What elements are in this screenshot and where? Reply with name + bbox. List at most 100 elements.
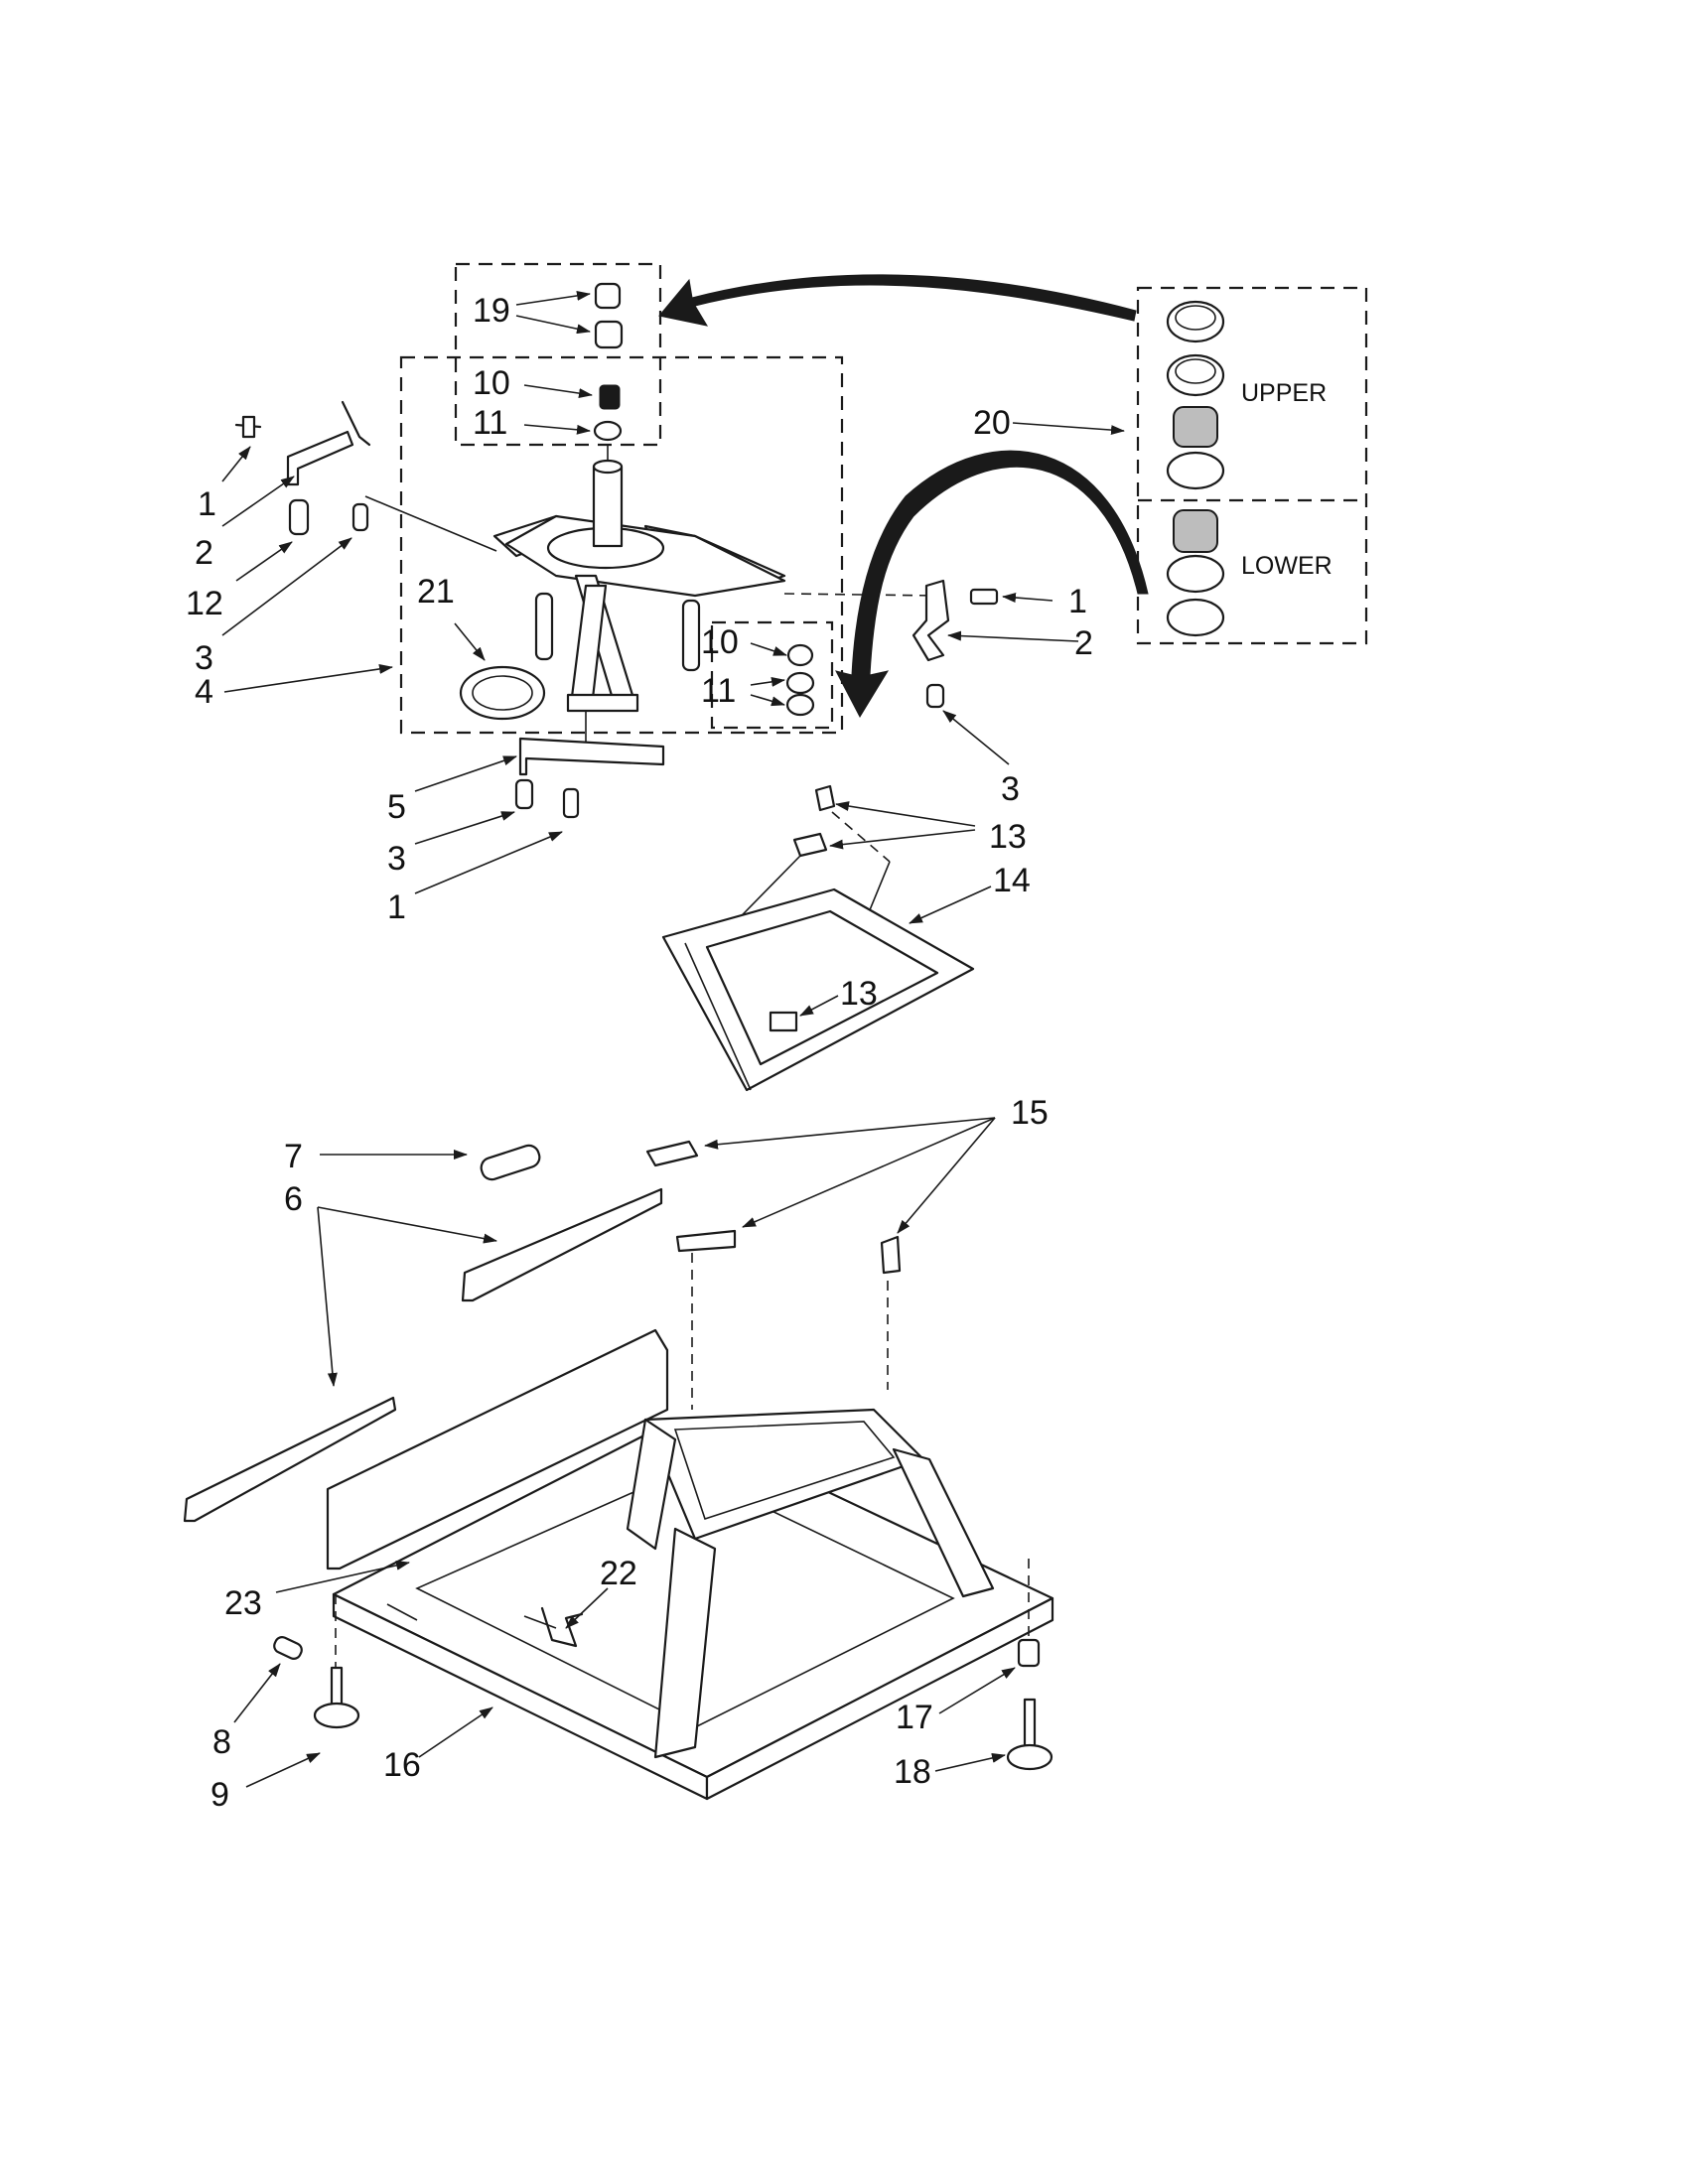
label-8: 8 — [212, 1723, 231, 1761]
arrow-19a — [515, 290, 591, 306]
arrow-1b — [1002, 593, 1053, 604]
arrow-3b — [942, 710, 1010, 765]
base-plate-group-box — [399, 355, 844, 735]
label-2a: 2 — [195, 534, 213, 572]
arrow-20 — [1012, 422, 1125, 436]
arrow-4 — [223, 663, 393, 693]
arrow-17 — [938, 1667, 1016, 1714]
cabinet-base-16 — [326, 1328, 1054, 1801]
seal-19-top — [594, 282, 622, 310]
clip-13-mid — [792, 832, 828, 858]
bearing-kit-parts — [1166, 300, 1225, 637]
drive-shaft-top — [592, 459, 624, 475]
seal-21-inner — [472, 675, 533, 711]
arrow-5 — [414, 755, 517, 792]
pad-15-b — [675, 1229, 737, 1253]
spring-12 — [288, 498, 310, 536]
frame-14-edges — [684, 888, 974, 1091]
arrow-1c — [414, 831, 563, 894]
label-9: 9 — [210, 1776, 229, 1814]
frame-14-inner — [705, 909, 939, 1066]
label-16: 16 — [383, 1746, 421, 1784]
bracket-5 — [518, 737, 665, 776]
clip-13-top — [814, 784, 836, 812]
arrow-23 — [275, 1560, 410, 1593]
arrow-10a — [523, 384, 593, 399]
label-18: 18 — [894, 1753, 931, 1791]
label-10b: 10 — [701, 623, 739, 661]
arrow-21 — [454, 622, 486, 661]
base-back-wall — [326, 1328, 669, 1570]
arm-leader-left — [364, 495, 497, 552]
pad-15-c — [880, 1235, 902, 1275]
bearing-10-lower — [786, 643, 814, 667]
foot-9-stem — [330, 1666, 344, 1709]
label-10a: 10 — [473, 364, 510, 402]
arrow-6a — [317, 1206, 497, 1244]
label-12: 12 — [186, 585, 223, 622]
arrow-11b-b — [750, 694, 785, 707]
pin-8 — [273, 1636, 303, 1660]
label-17: 17 — [896, 1699, 933, 1736]
arrow-13a — [835, 801, 976, 827]
arm-leader-right — [783, 593, 939, 597]
spring-3-lower — [514, 778, 534, 810]
arrow-3c — [414, 811, 515, 845]
kit-seal-1-inner — [1175, 305, 1216, 331]
spring-7 — [480, 1144, 541, 1181]
clip-13-bottom — [769, 1011, 798, 1032]
label-11b: 11 — [701, 672, 736, 710]
label-1a: 1 — [198, 485, 216, 523]
arrow-10b — [750, 642, 787, 656]
arrow-6b — [317, 1206, 338, 1387]
kit-bearing-upper — [1173, 406, 1218, 448]
drive-shaft — [592, 465, 624, 548]
label-3b: 3 — [1001, 770, 1020, 808]
label-1c: 1 — [387, 888, 406, 926]
label-7: 7 — [284, 1138, 303, 1175]
kit-bearing-lower — [1173, 509, 1218, 553]
label-19: 19 — [473, 292, 510, 330]
tripod-leg-rear — [626, 1418, 677, 1551]
label-3a: 3 — [195, 639, 213, 677]
pad-15-a — [645, 1140, 699, 1167]
lower-reference-arrow — [835, 450, 1149, 719]
transmission-bearing-box — [454, 262, 662, 447]
tripod-leg-front-main — [653, 1527, 717, 1759]
upper-base-parts — [183, 1140, 902, 1523]
arrow-2b — [947, 630, 1079, 642]
arrow-9 — [245, 1752, 321, 1788]
arrow-3a — [221, 537, 352, 636]
bracket-2-hook — [341, 400, 371, 447]
arrow-15c — [897, 1117, 996, 1234]
base-right-edge — [705, 1596, 1054, 1801]
suspension-frame-14 — [661, 784, 975, 1092]
arrow-13c — [799, 995, 839, 1017]
seal-19-bottom — [594, 320, 624, 349]
kit-washer-upper — [1166, 451, 1225, 490]
base-inner-panel — [415, 1468, 955, 1728]
spacer-17 — [1017, 1638, 1041, 1668]
callout-labels: 1 2 12 3 4 21 19 10 11 10 11 1 2 3 20 UP… — [186, 292, 1333, 1814]
washer-11-top — [593, 420, 623, 442]
arrow-11b-a — [750, 676, 785, 687]
base-plate-leg-right — [681, 599, 701, 672]
upper-reference-arrow — [658, 274, 1137, 327]
left-bracket-assembly — [234, 400, 371, 536]
arrow-2a — [221, 476, 295, 527]
washer-11-lower-b — [785, 693, 815, 717]
foot-18-pad — [1006, 1743, 1053, 1771]
label-13b: 13 — [840, 975, 878, 1013]
callout-arrows — [221, 290, 1125, 1788]
tripod-leg-right — [892, 1447, 995, 1598]
rail-6-upper — [461, 1187, 663, 1302]
kit-washer-lower-a — [1166, 554, 1225, 594]
arrow-15a — [704, 1117, 996, 1150]
label-23: 23 — [224, 1584, 262, 1622]
bracket-2-right — [912, 579, 950, 662]
label-6: 6 — [284, 1180, 303, 1218]
spring-3-right — [925, 683, 945, 709]
label-4: 4 — [195, 673, 213, 711]
arrow-15b — [742, 1117, 996, 1228]
base-plate-leg-left — [534, 592, 554, 661]
